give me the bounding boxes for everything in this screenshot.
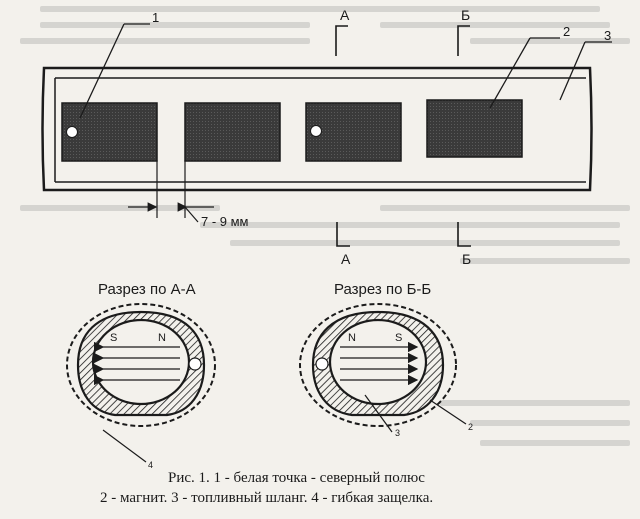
leader-3: 3	[559, 28, 612, 101]
leader-1-label: 1	[152, 10, 159, 25]
section-b-bottom-label: Б	[462, 251, 471, 267]
leader-3-label: 3	[604, 28, 611, 43]
section-b-top-label: Б	[461, 7, 470, 23]
magnet-3	[305, 102, 402, 162]
section-a-top-label: А	[340, 7, 350, 23]
section-mark-a-bottom: А	[336, 222, 351, 267]
pole-s-a: S	[110, 332, 117, 344]
section-mark-a-top: А	[335, 7, 350, 56]
caption-line-1: Рис. 1. 1 - белая точка - северный полюс	[168, 470, 425, 486]
caption-line-2: 2 - магнит. 3 - топливный шланг. 4 - гиб…	[100, 490, 433, 506]
leader-1: 1	[79, 10, 159, 119]
cross-section-b: N S 3 2	[299, 303, 473, 438]
fuel-hose-strip	[41, 66, 593, 192]
magnet-4	[426, 99, 523, 158]
leader-2-label: 2	[563, 24, 570, 39]
pole-n-a: N	[158, 332, 166, 344]
section-a-title: Разрез по А-А	[98, 281, 196, 298]
pole-s-b: S	[395, 332, 402, 344]
section-mark-b-bottom: Б	[457, 222, 471, 267]
field-arrows-a	[93, 341, 180, 386]
section-a-bottom-label: А	[341, 251, 351, 267]
field-arrows-b	[340, 341, 419, 386]
leader-3b-label: 3	[395, 428, 400, 438]
leader-2: 2	[489, 24, 570, 109]
gap-dimension-label: 7 - 9 мм	[201, 214, 249, 229]
leader-4-label: 4	[148, 460, 153, 470]
cross-section-a: S N 4	[66, 303, 216, 470]
section-mark-b-top: Б	[457, 7, 470, 56]
gap-dimension: 7 - 9 мм	[128, 160, 249, 229]
magnet-2	[184, 102, 281, 162]
leader-2b-label: 2	[468, 422, 473, 432]
section-b-title: Разрез по Б-Б	[334, 281, 431, 298]
pole-n-b: N	[348, 332, 356, 344]
magnet-1	[61, 102, 158, 162]
